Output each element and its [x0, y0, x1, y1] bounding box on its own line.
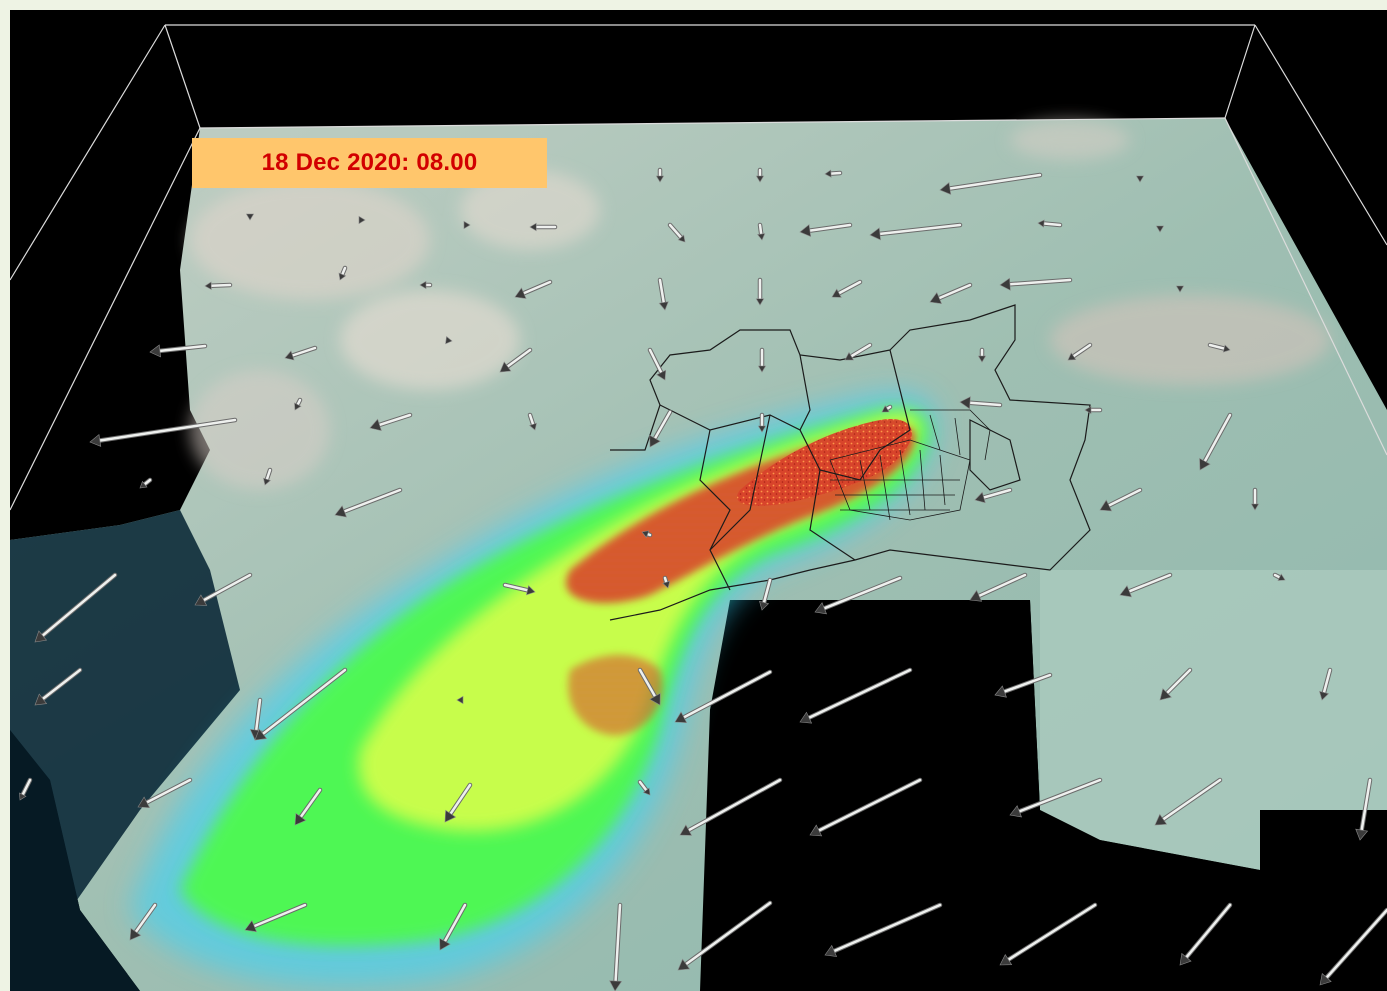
arrow-icon: [1319, 907, 1387, 986]
arrow-icon: [662, 575, 671, 589]
arrow-icon: [844, 342, 873, 361]
arrow-icon: [994, 672, 1053, 698]
arrow-icon: [974, 487, 1013, 504]
arrow-icon: [369, 412, 413, 432]
arrow-icon: [869, 222, 963, 241]
arrow-icon: [263, 467, 273, 486]
sea-area: [10, 510, 1387, 991]
district-boundaries: [609, 304, 1091, 621]
arrow-icon: [444, 782, 473, 823]
arrow-icon: [755, 167, 765, 183]
arrow-icon: [959, 396, 1003, 410]
arrow-icon: [514, 279, 553, 299]
arrow-icon: [1159, 667, 1193, 701]
arrow-icon: [1009, 777, 1103, 818]
arrow-icon: [637, 779, 651, 796]
arrow-icon: [254, 667, 348, 741]
arrow-icon: [129, 902, 158, 941]
arrow-icon: [1154, 777, 1223, 826]
arrow-icon: [244, 902, 308, 933]
arrow-icon: [755, 277, 765, 306]
arrow-icon: [1355, 777, 1373, 841]
arrow-icon: [1067, 342, 1093, 361]
arrow-icon: [809, 777, 923, 837]
arrow-icon: [831, 279, 863, 298]
arrow-icon: [204, 281, 233, 291]
arrow-icon: [677, 900, 773, 971]
arrow-icon: [679, 777, 783, 836]
arrow-icon: [759, 577, 773, 611]
arrow-icon: [939, 172, 1043, 195]
arrow-icon: [439, 902, 468, 951]
arrow-icon: [999, 902, 1098, 966]
arrow-icon: [824, 902, 943, 957]
map-3d-view: [10, 24, 1387, 991]
arrow-icon: [358, 215, 366, 225]
arrow-icon: [1272, 572, 1286, 581]
arrow-icon: [647, 347, 667, 381]
arrow-icon: [139, 477, 153, 489]
arrow-icon: [89, 417, 238, 447]
arrow-icon: [334, 487, 403, 518]
arrow-icon: [657, 277, 669, 311]
arrow-icon: [1199, 412, 1233, 471]
arrow-icon: [1179, 902, 1233, 966]
arrow-icon: [641, 530, 653, 539]
arrow-icon: [245, 213, 255, 221]
arrow-icon: [1084, 405, 1103, 415]
arrow-icon: [294, 787, 323, 826]
arrow-icon: [19, 777, 33, 801]
arrow-icon: [1155, 225, 1165, 233]
arrow-icon: [456, 695, 464, 705]
arrow-icon: [529, 222, 558, 232]
arrow-icon: [824, 169, 843, 178]
arrow-icon: [757, 347, 767, 373]
pollution-plume: [130, 392, 936, 988]
arrow-icon: [338, 265, 348, 281]
arrow-icon: [34, 667, 83, 706]
arrow-icon: [1319, 667, 1333, 701]
timestamp-label: 18 Dec 2020: 08.00: [192, 138, 547, 188]
arrow-icon: [799, 667, 913, 724]
arrow-icon: [1099, 487, 1143, 512]
arrow-icon: [419, 280, 433, 290]
arrow-icon: [1119, 572, 1173, 598]
arrow-icon: [655, 167, 665, 183]
arrow-icon: [1250, 487, 1260, 511]
arrow-icon: [757, 412, 767, 433]
arrow-icon: [1207, 342, 1231, 353]
arrow-icon: [294, 397, 303, 411]
arrow-icon: [969, 572, 1028, 602]
arrow-icon: [499, 347, 533, 373]
arrow-icon: [757, 222, 766, 241]
arrow-icon: [149, 343, 208, 358]
arrow-icon: [609, 902, 623, 991]
arrow-icon: [799, 222, 853, 238]
arrow-icon: [502, 582, 536, 596]
arrow-icon: [929, 282, 973, 304]
arrow-icon: [667, 222, 686, 243]
arrow-icon: [527, 412, 537, 431]
arrow-icon: [463, 220, 471, 230]
arrow-icon: [649, 409, 673, 448]
arrow-icon: [1135, 175, 1145, 183]
arrow-icon: [284, 345, 318, 361]
arrow-icon: [999, 277, 1073, 291]
arrow-icon: [637, 667, 661, 706]
arrow-icon: [1175, 285, 1185, 293]
arrow-icon: [674, 669, 773, 723]
arrow-icon: [881, 404, 893, 413]
arrow-icon: [445, 336, 453, 345]
arrow-icon: [977, 347, 987, 363]
arrow-icon: [34, 572, 118, 643]
arrow-icon: [137, 777, 193, 809]
wind-vector-field: [19, 167, 1387, 991]
arrow-icon: [1037, 219, 1063, 228]
arrow-icon: [194, 572, 253, 606]
bounding-box: [10, 24, 1387, 511]
visualization-canvas: 18 Dec 2020: 08.00: [10, 10, 1387, 991]
arrow-icon: [814, 575, 903, 615]
